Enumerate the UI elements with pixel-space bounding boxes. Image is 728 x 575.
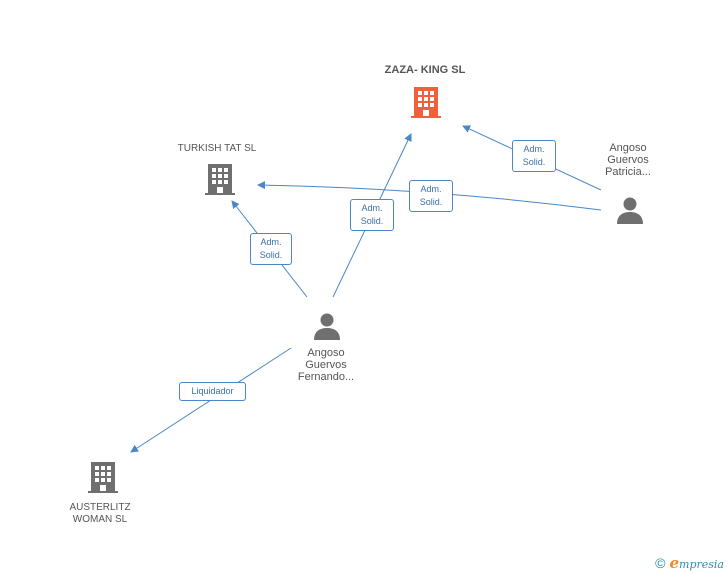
edge-label-line2: Solid.	[259, 250, 283, 260]
edge-label-line1: Adm.	[361, 203, 383, 213]
edge-label-patricia-turkish: Adm. Solid.	[409, 180, 453, 212]
edge-label-line1: Adm.	[260, 237, 282, 247]
footer-brand: © empresia	[655, 554, 724, 572]
node-label-fernando: Angoso Guervos Fernando...	[274, 347, 378, 383]
building-icon-austerlitz[interactable]	[86, 460, 120, 494]
person-icon-fernando[interactable]	[312, 311, 342, 341]
fernando-line2: Guervos	[305, 359, 347, 371]
brand-rest: mpresia	[679, 558, 724, 571]
edge-label-line1: Adm.	[523, 144, 545, 154]
node-label-zaza-king: ZAZA- KING SL	[384, 64, 466, 76]
patricia-line3: Patricia...	[605, 166, 651, 178]
edge-label-fernando-turkish: Adm. Solid.	[250, 233, 292, 265]
edge-label-line1: Liquidador	[191, 386, 234, 396]
edge-label-line2: Solid.	[419, 197, 443, 207]
fernando-line3: Fernando...	[297, 371, 355, 383]
fernando-line1: Angoso	[307, 347, 345, 359]
node-label-turkish-tat: TURKISH TAT SL	[177, 143, 257, 154]
copyright-icon: ©	[655, 555, 666, 571]
edge-label-fernando-austerlitz: Liquidador	[179, 382, 246, 401]
node-label-austerlitz: AUSTERLITZ WOMAN SL	[50, 502, 150, 526]
patricia-line1: Angoso	[609, 142, 647, 154]
brand-initial: e	[669, 554, 680, 572]
edge-label-fernando-zaza: Adm. Solid.	[350, 199, 394, 231]
brand-logo[interactable]: empresia	[669, 554, 724, 572]
node-label-austerlitz-line1: AUSTERLITZ	[69, 502, 131, 513]
node-label-austerlitz-line2: WOMAN SL	[72, 514, 128, 525]
node-label-patricia: Angoso Guervos Patricia...	[580, 142, 676, 178]
edge-label-line1: Adm.	[420, 184, 442, 194]
person-icon-patricia[interactable]	[615, 195, 645, 225]
edge-label-line2: Solid.	[360, 216, 384, 226]
edge-label-patricia-zaza: Adm. Solid.	[512, 140, 556, 172]
edge-label-line2: Solid.	[522, 157, 546, 167]
building-icon-zaza-king[interactable]	[409, 85, 443, 119]
patricia-line2: Guervos	[607, 154, 649, 166]
building-icon-turkish-tat[interactable]	[203, 162, 237, 196]
